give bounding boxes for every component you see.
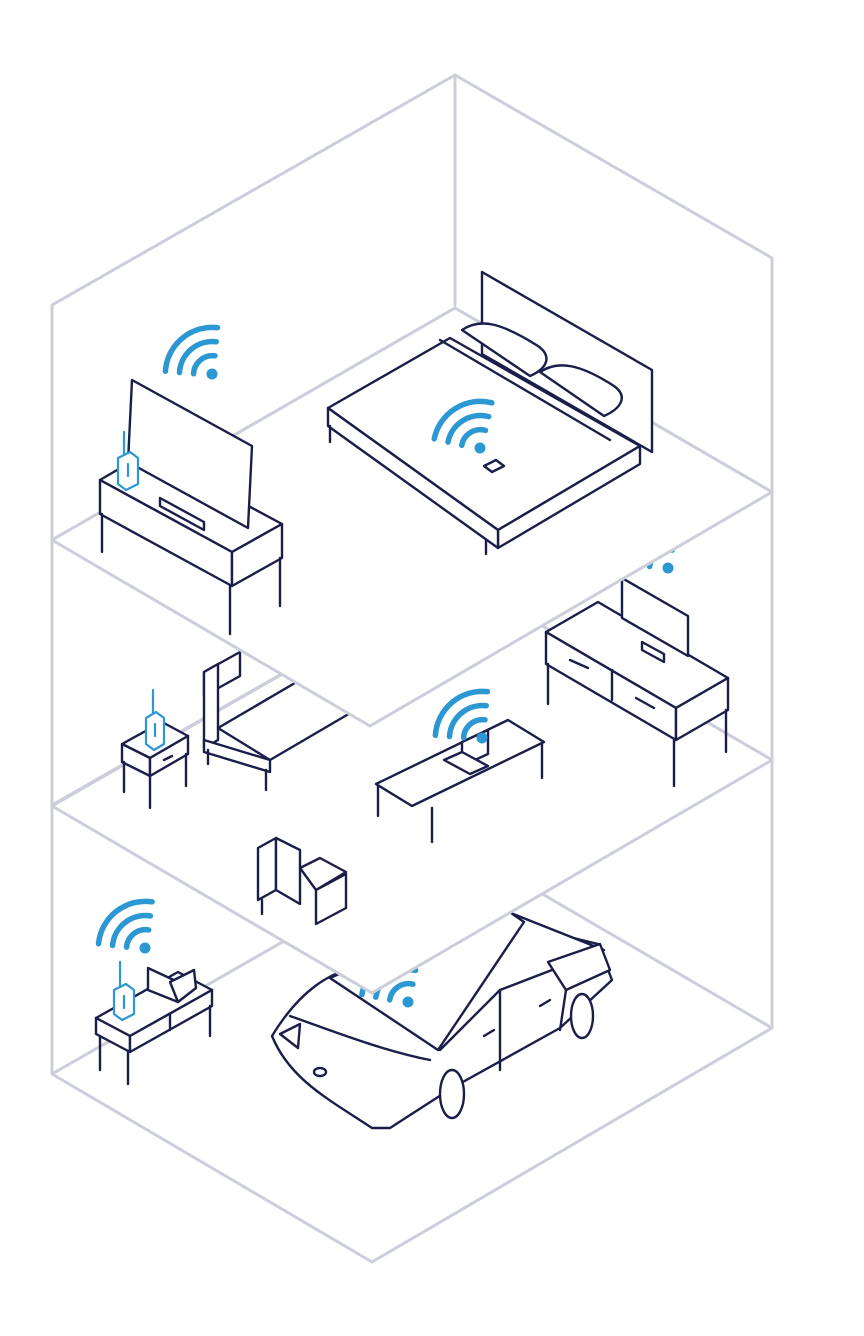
armchair-arm [274, 836, 302, 906]
laptop-base [168, 968, 198, 1004]
phone-on-bed [482, 458, 506, 474]
wifi-dot [476, 732, 488, 744]
side-table-drawer [162, 754, 174, 762]
armchair-seat [298, 856, 348, 892]
wifi-dot [474, 442, 486, 454]
bed-pillow [460, 322, 548, 378]
armchair-back [256, 836, 278, 902]
wifi-arc-1 [459, 427, 489, 448]
wifi-dot [139, 942, 151, 954]
console-handle [634, 696, 656, 710]
wifi-arc-2 [109, 912, 154, 949]
sofa-arm [202, 662, 220, 750]
wifi-arc-2 [445, 412, 492, 445]
side-table-side [148, 734, 190, 778]
car-emblem [312, 1066, 328, 1078]
monitor-stand [640, 640, 666, 664]
console-handle [568, 658, 590, 670]
car-front-wheel [438, 1068, 466, 1120]
wifi-arc-2 [446, 702, 489, 740]
wifi-signal-icon [162, 324, 221, 380]
bed [326, 270, 654, 556]
car-rear-window [546, 942, 612, 992]
wifi-arc-3 [95, 898, 155, 947]
upper-floor [98, 270, 654, 636]
bed-blanket-fold [438, 338, 612, 442]
coffee-table [374, 718, 546, 844]
car-hood-crease [288, 1014, 432, 1062]
tv-console-side [230, 522, 284, 588]
wifi-signal-icon [432, 688, 491, 744]
monitor-screen [620, 576, 690, 658]
laptop-base [442, 750, 490, 776]
wifi-signal-icon [431, 398, 495, 454]
powerline-extender-icon [112, 960, 136, 1022]
wifi-arc-1 [460, 716, 488, 741]
wifi-arc-1 [386, 980, 416, 1003]
wifi-arc-1 [123, 926, 152, 950]
sofa [202, 650, 354, 792]
armchair-side [314, 872, 348, 926]
wifi-arc-2 [176, 338, 219, 376]
ground-desk [94, 966, 214, 1086]
powerline-extender-icon [144, 688, 166, 752]
car-headlight [278, 1022, 302, 1050]
wifi-dot [402, 996, 414, 1008]
armchair [256, 836, 348, 926]
powerline-extender-icon [116, 430, 140, 492]
car-door-handle [482, 1028, 496, 1038]
wifi-dot [206, 368, 218, 380]
console-side [674, 676, 730, 742]
wifi-arc-3 [432, 688, 491, 739]
car-door-handle [538, 998, 552, 1008]
bed-front [326, 406, 500, 550]
car-rear-wheel [569, 992, 595, 1040]
console-table [544, 576, 730, 788]
car-door-line [558, 988, 568, 1032]
sofa-front [202, 738, 272, 774]
wifi-arc-3 [431, 398, 495, 442]
wifi-dot [662, 562, 674, 574]
wifi-arc-1 [190, 352, 218, 377]
tv-screen [126, 378, 254, 530]
tv-console [98, 378, 284, 636]
tv-stand [158, 496, 206, 532]
wifi-arc-3 [162, 324, 221, 375]
wifi-signal-icon [95, 898, 155, 954]
bed-pillow [538, 364, 623, 418]
